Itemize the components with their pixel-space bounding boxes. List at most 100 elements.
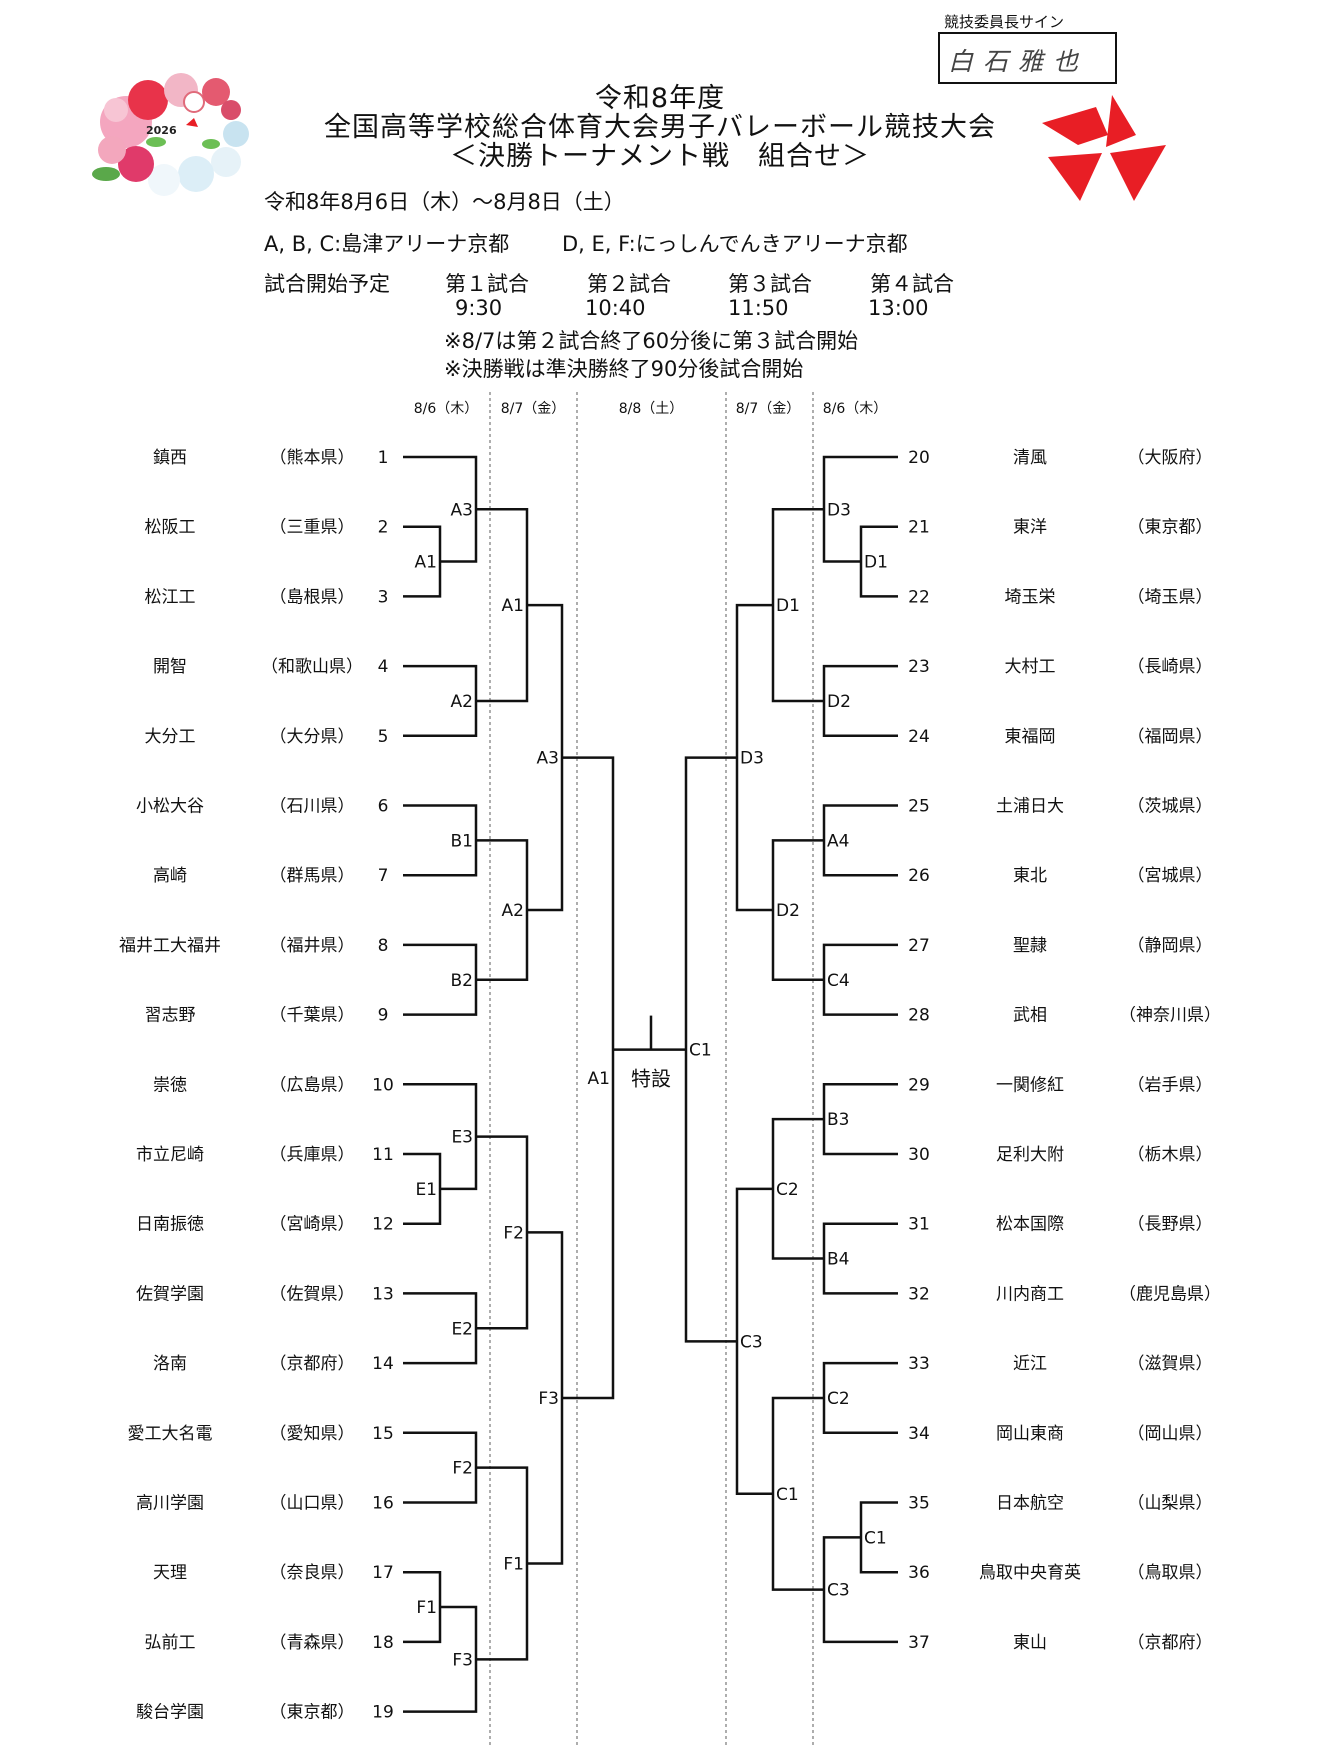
court-label: D3: [827, 500, 851, 520]
match-1-time: 9:30: [455, 296, 503, 320]
team-number: 6: [378, 797, 389, 817]
team-prefecture: （佐賀県）: [270, 1284, 355, 1304]
team-prefecture: （兵庫県）: [270, 1145, 355, 1165]
schedule-label: 試合開始予定: [264, 272, 390, 296]
court-label: D1: [776, 596, 800, 616]
team-number: 10: [372, 1075, 394, 1095]
match-2-label: 第２試合: [587, 272, 671, 296]
venue-abc: A, B, C:島津アリーナ京都: [264, 232, 510, 256]
court-label: D2: [827, 692, 851, 712]
team-number: 5: [378, 727, 389, 747]
team-name: 松阪工: [145, 518, 196, 538]
team-number: 16: [372, 1494, 394, 1514]
team-name: 日本航空: [996, 1494, 1064, 1514]
team-prefecture: （山梨県）: [1128, 1494, 1213, 1514]
team-name: 高川学園: [136, 1494, 204, 1514]
team-name: 鳥取中央育英: [979, 1563, 1081, 1583]
team-prefecture: （群馬県）: [270, 866, 355, 886]
court-label: D1: [864, 553, 888, 573]
team-prefecture: （福井県）: [270, 936, 355, 956]
team-name: 鎮西: [153, 448, 187, 468]
team-name: 東北: [1013, 866, 1047, 886]
court-label: C3: [740, 1332, 763, 1352]
team-prefecture: （宮崎県）: [270, 1215, 355, 1235]
team-prefecture: （山口県）: [270, 1494, 355, 1514]
court-label: C2: [776, 1180, 799, 1200]
team-number: 29: [908, 1075, 930, 1095]
round-date-header: 8/7（金）: [501, 401, 566, 417]
team-prefecture: （東京都）: [270, 1703, 355, 1723]
signature-name: 白石雅也: [948, 47, 1089, 76]
team-name: 聖隷: [1013, 936, 1047, 956]
team-number: 37: [908, 1633, 930, 1653]
page-subtitle: ＜決勝トーナメント戦 組合せ＞: [450, 141, 870, 172]
team-name: 埼玉栄: [1005, 587, 1056, 607]
court-label: B2: [451, 971, 473, 991]
team-prefecture: （東京都）: [1128, 518, 1213, 538]
team-number: 1: [378, 448, 389, 468]
court-label: C3: [827, 1581, 850, 1601]
match-4-time: 13:00: [868, 296, 929, 320]
team-name: 崇徳: [153, 1075, 187, 1095]
page-title-year: 令和8年度: [594, 83, 726, 114]
team-name: 清風: [1013, 448, 1047, 468]
court-label: F2: [503, 1223, 524, 1243]
team-name: 弘前工: [145, 1633, 196, 1653]
team-number: 20: [908, 448, 930, 468]
logo-year: 2026: [146, 124, 177, 137]
team-number: 27: [908, 936, 930, 956]
team-name: 習志野: [145, 1006, 196, 1026]
team-prefecture: （広島県）: [270, 1075, 355, 1095]
team-name: 天理: [153, 1563, 187, 1583]
signature-label: 競技委員長サイン: [944, 13, 1065, 31]
team-number: 15: [372, 1424, 394, 1444]
match-3-time: 11:50: [728, 296, 789, 320]
team-prefecture: （島根県）: [270, 587, 355, 607]
team-name: 市立尼崎: [136, 1145, 204, 1165]
team-prefecture: （石川県）: [270, 797, 355, 817]
team-name: 佐賀学園: [136, 1284, 204, 1304]
match-1-label: 第１試合: [445, 272, 529, 296]
court-label: F2: [452, 1459, 473, 1479]
team-prefecture: （京都府）: [270, 1354, 355, 1374]
court-label: A2: [451, 692, 473, 712]
team-prefecture: （長崎県）: [1128, 657, 1213, 677]
team-name: 大分工: [145, 727, 196, 747]
team-name: 駿台学園: [136, 1703, 204, 1723]
team-name: 武相: [1013, 1006, 1047, 1026]
round-date-header: 8/6（木）: [414, 401, 479, 417]
court-label: F1: [416, 1598, 437, 1618]
court-label: C1: [864, 1528, 887, 1548]
logo-mark-icon: [186, 118, 198, 127]
team-number: 24: [908, 727, 930, 747]
team-number: 36: [908, 1563, 930, 1583]
team-number: 14: [372, 1354, 394, 1374]
team-prefecture: （栃木県）: [1128, 1145, 1213, 1165]
court-label: A1: [588, 1069, 610, 1089]
team-number: 35: [908, 1494, 930, 1514]
court-label: E3: [451, 1128, 473, 1148]
team-number: 18: [372, 1633, 394, 1653]
team-prefecture: （宮城県）: [1128, 866, 1213, 886]
court-label: D2: [776, 901, 800, 921]
team-number: 34: [908, 1424, 930, 1444]
team-name: 東山: [1013, 1633, 1047, 1653]
match-2-time: 10:40: [585, 296, 646, 320]
court-label: A1: [502, 596, 524, 616]
team-prefecture: （鳥取県）: [1128, 1563, 1213, 1583]
court-label: A3: [451, 500, 473, 520]
team-prefecture: （岩手県）: [1128, 1075, 1213, 1095]
team-number: 22: [908, 587, 930, 607]
team-prefecture: （岡山県）: [1128, 1424, 1213, 1444]
team-number: 17: [372, 1563, 394, 1583]
team-number: 21: [908, 518, 930, 538]
team-number: 8: [378, 936, 389, 956]
court-label: D3: [740, 749, 764, 769]
court-label: A4: [827, 831, 849, 851]
team-number: 23: [908, 657, 930, 677]
kyoto-emblem-icon: [1042, 95, 1166, 201]
team-name: 松本国際: [996, 1215, 1064, 1235]
team-name: 愛工大名電: [128, 1424, 213, 1444]
court-label: A2: [502, 901, 524, 921]
